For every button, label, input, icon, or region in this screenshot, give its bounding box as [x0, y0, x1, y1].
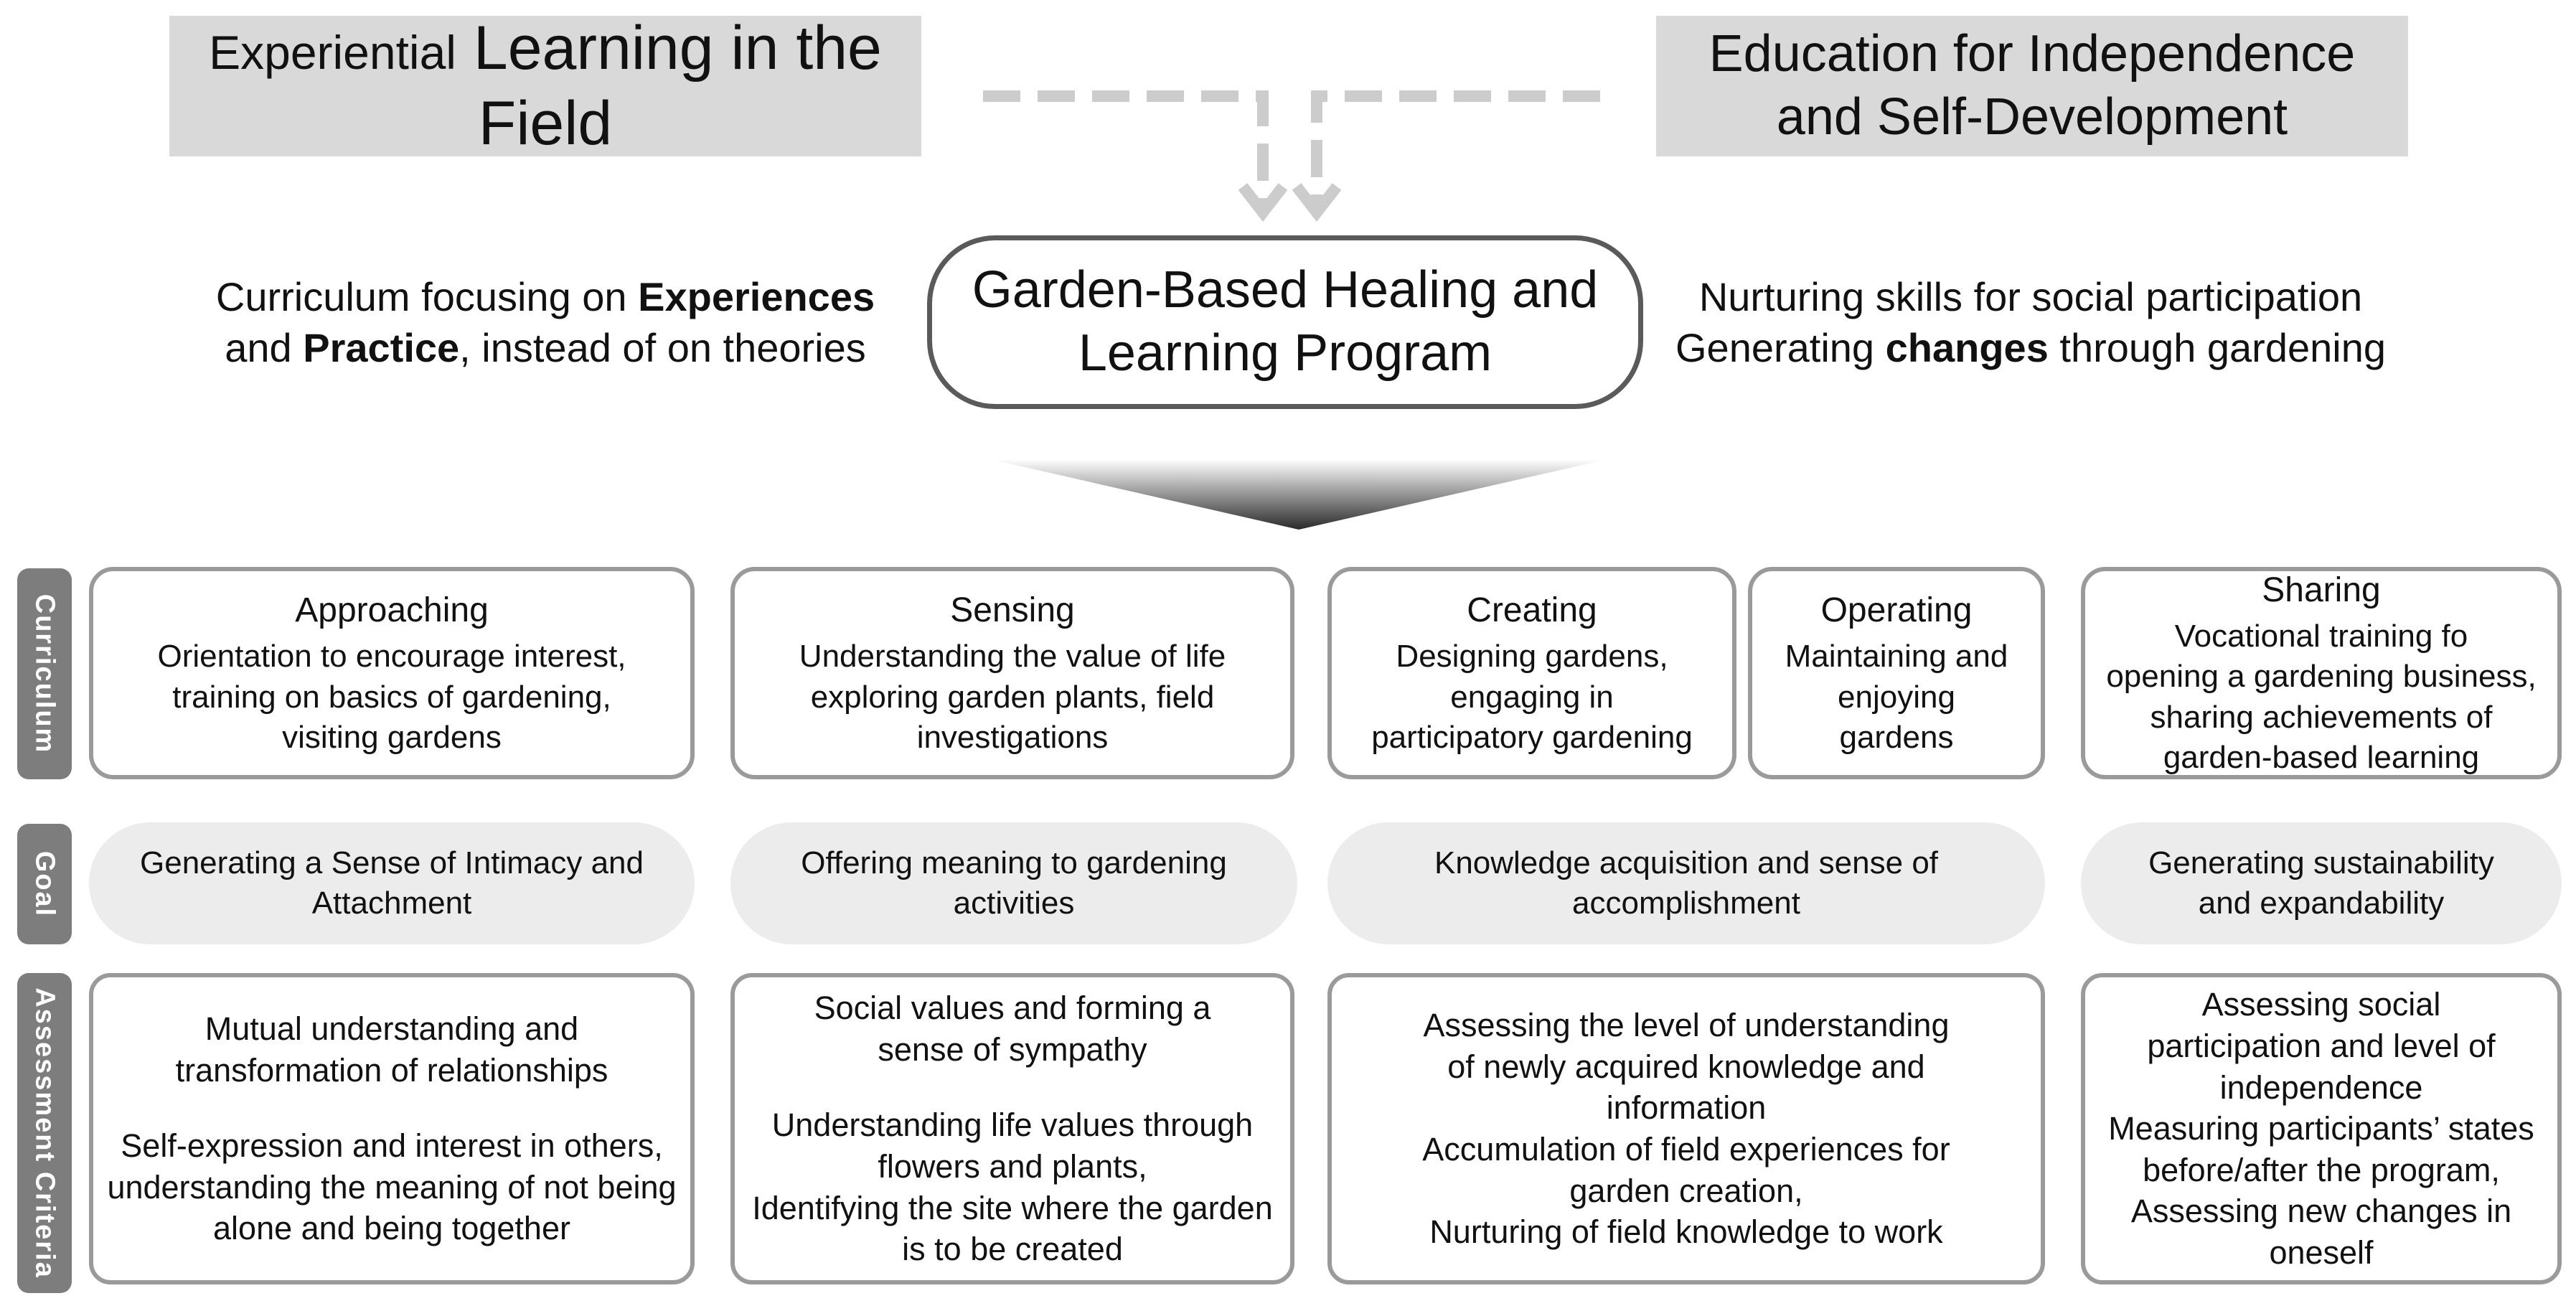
assess-line: Accumulation of field experiences for: [1422, 1131, 1950, 1168]
curriculum-card-sharing: Sharing Vocational training fo opening a…: [2081, 567, 2562, 779]
center-program-box: Garden-Based Healing and Learning Progra…: [927, 235, 1643, 409]
assessment-card-2: Social values and forming a sense of sym…: [730, 973, 1294, 1284]
banner-education-independence: Education for Independence and Self-Deve…: [1656, 16, 2408, 156]
card-line: participatory gardening: [1371, 719, 1693, 755]
funnel-icon: [990, 459, 1607, 530]
banner-left-small: Experiential: [209, 26, 456, 80]
row-label-assessment-text: Assessment Criteria: [29, 987, 60, 1279]
assessment-card-1: Mutual understanding and transformation …: [89, 973, 695, 1284]
card-title: Creating: [1467, 591, 1597, 629]
card-line: enjoying: [1838, 679, 1955, 715]
assessment-card-3: Assessing the level of understanding of …: [1327, 973, 2045, 1284]
card-line: opening a gardening business,: [2106, 659, 2537, 695]
assess-line: Assessing social: [2201, 986, 2441, 1023]
card-line: sharing achievements of: [2150, 699, 2493, 735]
row-label-curriculum: Curriculum: [17, 568, 72, 779]
curriculum-card-operating: Operating Maintaining and enjoying garde…: [1748, 567, 2045, 779]
assess-line: independence: [2219, 1068, 2423, 1106]
assess-line: flowers and plants,: [878, 1148, 1147, 1185]
card-line: garden-based learning: [2163, 740, 2480, 776]
goal-line: Attachment: [311, 885, 472, 921]
assess-line: participation and level of: [2147, 1028, 2496, 1065]
dashed-arrows-icon: [983, 90, 1600, 222]
right-caption-text: through gardening: [2048, 325, 2386, 371]
card-line: Understanding the value of life: [799, 639, 1226, 675]
assess-line: is to be created: [902, 1231, 1123, 1268]
left-caption-text: Curriculum focusing on: [215, 274, 639, 319]
card-line: investigations: [916, 719, 1109, 755]
goal-line: Generating sustainability: [2148, 845, 2494, 880]
card-title: Operating: [1820, 591, 1973, 629]
assess-line: garden creation,: [1569, 1172, 1803, 1209]
right-caption: Nurturing skills for social participatio…: [1650, 271, 2411, 373]
goal-pill-knowledge: Knowledge acquisition and sense of accom…: [1327, 822, 2045, 944]
curriculum-card-approaching: Approaching Orientation to encourage int…: [89, 567, 695, 779]
assess-line: Mutual understanding and: [205, 1010, 579, 1048]
row-label-goal-text: Goal: [29, 850, 60, 918]
assess-line: before/after the program,: [2143, 1151, 2500, 1188]
left-caption-text: and: [225, 325, 304, 371]
banner-right-line1: Education for Independence: [1708, 25, 2356, 83]
curriculum-card-creating: Creating Designing gardens, engaging in …: [1327, 567, 1736, 779]
card-line: training on basics of gardening,: [172, 679, 611, 715]
goal-pill-meaning: Offering meaning to gardening activities: [730, 822, 1297, 944]
banner-experiential-learning: Experiential Learning in the Field: [169, 14, 921, 158]
card-line: exploring garden plants, field: [810, 679, 1215, 715]
card-line: Vocational training fo: [2174, 619, 2468, 654]
row-label-goal: Goal: [17, 824, 72, 944]
assess-line: understanding the meaning of not being: [107, 1168, 677, 1206]
assess-line: of newly acquired knowledge and: [1447, 1048, 1925, 1085]
card-title: Sensing: [950, 591, 1075, 629]
assess-line: information: [1606, 1089, 1767, 1127]
banner-left-big: Learning in the Field: [473, 14, 882, 158]
assess-line: Understanding life values through: [771, 1107, 1254, 1144]
card-line: visiting gardens: [282, 719, 502, 755]
card-line: gardens: [1839, 719, 1954, 755]
right-caption-bold-changes: changes: [1885, 325, 2049, 371]
card-line: Designing gardens,: [1396, 639, 1668, 675]
banner-right-line2: and Self-Development: [1776, 88, 2288, 146]
goal-line: Generating a Sense of Intimacy and: [140, 845, 644, 880]
assess-line: Nurturing of field knowledge to work: [1429, 1213, 1943, 1251]
goal-line: activities: [953, 885, 1075, 921]
assess-line: Assessing new changes in: [2130, 1193, 2512, 1230]
assess-line: Identifying the site where the garden: [752, 1189, 1273, 1226]
card-title: Sharing: [2262, 570, 2381, 609]
right-caption-text: Generating: [1675, 325, 1886, 371]
left-caption-bold-practice: Practice: [303, 325, 460, 371]
goal-line: Knowledge acquisition and sense of: [1434, 845, 1939, 880]
right-caption-line1: Nurturing skills for social participatio…: [1698, 274, 2363, 319]
assessment-card-4: Assessing social participation and level…: [2081, 973, 2562, 1284]
card-line: Maintaining and: [1785, 639, 2008, 675]
left-caption-text: , instead of on theories: [459, 325, 866, 371]
row-label-curriculum-text: Curriculum: [29, 593, 60, 754]
goal-line: and expandability: [2198, 885, 2445, 921]
row-label-assessment: Assessment Criteria: [17, 973, 72, 1293]
curriculum-card-sensing: Sensing Understanding the value of life …: [730, 567, 1294, 779]
left-caption-bold-experiences: Experiences: [638, 274, 875, 319]
assess-line: oneself: [2269, 1234, 2374, 1271]
center-line2: Learning Program: [1078, 324, 1493, 382]
goal-line: accomplishment: [1572, 885, 1800, 921]
card-line: engaging in: [1450, 679, 1614, 715]
assess-line: transformation of relationships: [175, 1051, 608, 1089]
assess-line: Social values and forming a: [814, 990, 1211, 1027]
card-line: Orientation to encourage interest,: [157, 639, 626, 675]
assess-line: alone and being together: [213, 1210, 570, 1247]
goal-pill-intimacy: Generating a Sense of Intimacy and Attac…: [89, 822, 695, 944]
card-title: Approaching: [295, 591, 489, 629]
assess-line: Self-expression and interest in others,: [121, 1127, 663, 1165]
center-line1: Garden-Based Healing and: [972, 261, 1599, 319]
left-caption: Curriculum focusing on Experiences and P…: [165, 271, 926, 373]
goal-pill-sustainability: Generating sustainability and expandabil…: [2081, 822, 2562, 944]
assess-line: Measuring participants’ states: [2108, 1110, 2534, 1147]
goal-line: Offering meaning to gardening: [801, 845, 1227, 880]
assess-line: Assessing the level of understanding: [1423, 1007, 1950, 1044]
assess-line: sense of sympathy: [878, 1030, 1147, 1068]
